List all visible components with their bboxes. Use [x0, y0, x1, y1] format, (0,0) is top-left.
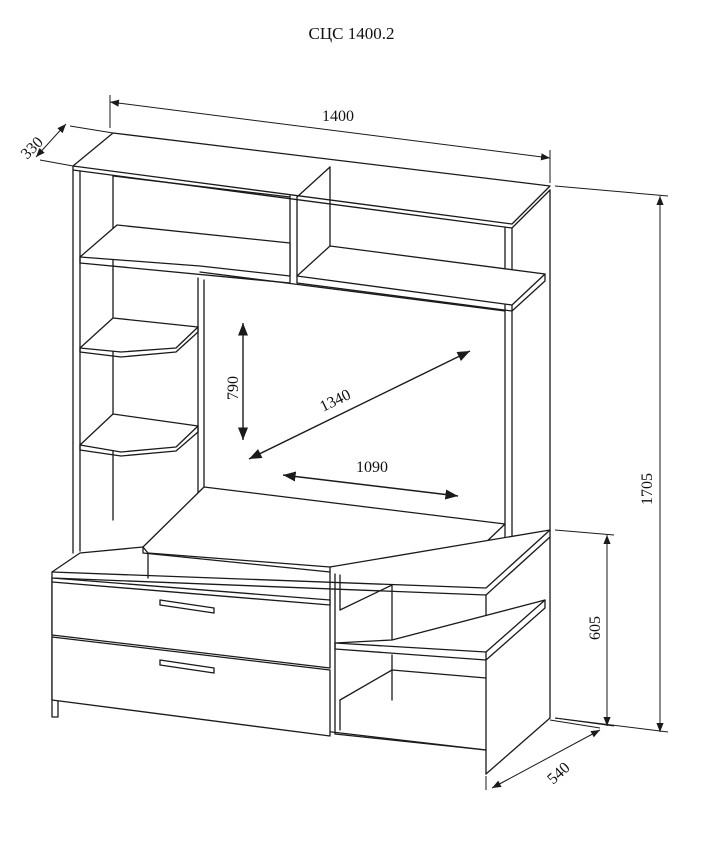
dim-base-depth-label: 540 — [544, 759, 573, 788]
drawer-handle-top — [159, 599, 215, 614]
corner-shelf-2 — [79, 413, 199, 453]
diagram-title: СЦС 1400.2 — [308, 24, 395, 43]
dim-depth-top-label: 330 — [18, 134, 47, 163]
lower-cabinet — [51, 529, 551, 775]
top-board — [72, 132, 551, 225]
drawer-handle-bottom — [159, 659, 215, 674]
dim-screen-height-label: 790 — [225, 376, 242, 400]
dim-screen-width-label: 1090 — [356, 459, 388, 476]
upper-shelf — [79, 224, 291, 277]
compartment-shelf — [334, 599, 546, 653]
upper-cabinet — [72, 132, 551, 568]
upper-shelf-right — [296, 245, 546, 306]
drawer-bottom — [51, 636, 331, 737]
dim-width-label: 1400 — [322, 108, 354, 125]
dim-total-height-label: 1705 — [639, 473, 656, 505]
corner-shelf-1 — [79, 317, 199, 353]
drawer-top — [51, 577, 331, 669]
dim-base-height-label: 605 — [587, 616, 604, 640]
